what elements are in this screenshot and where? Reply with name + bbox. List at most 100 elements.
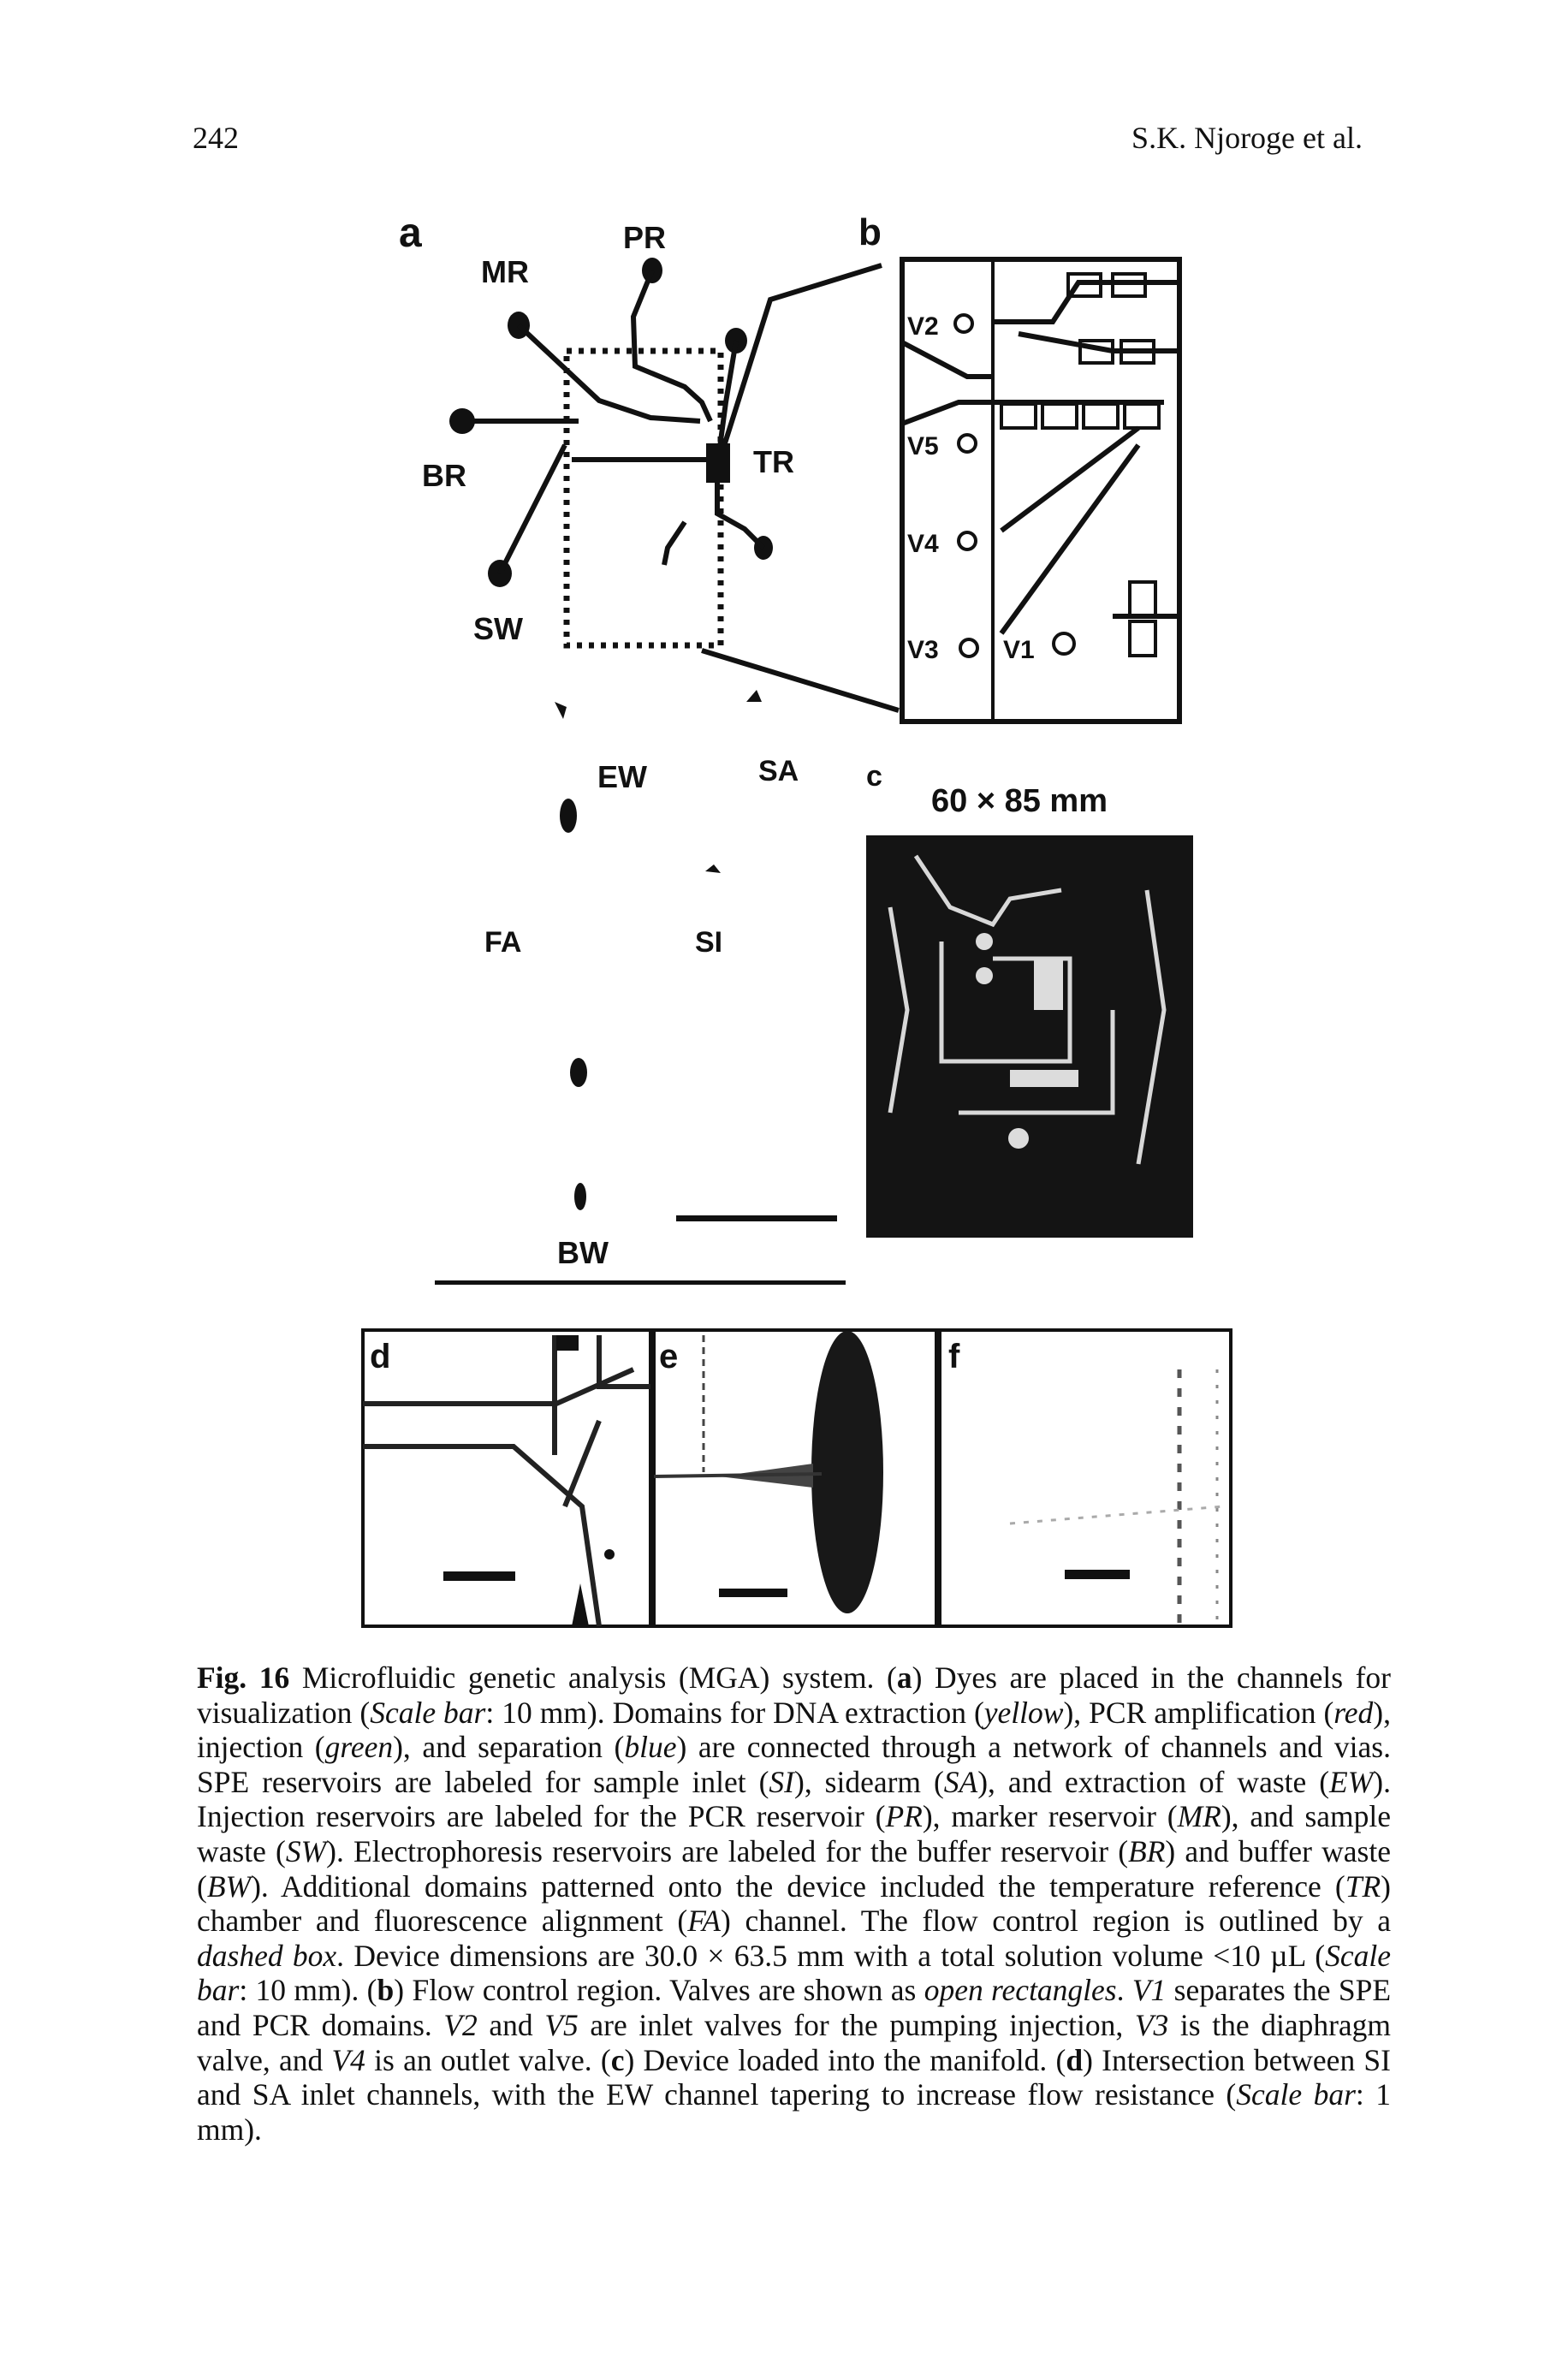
caption-segment: BR [1128, 1833, 1166, 1868]
caption-segment: green [324, 1730, 394, 1765]
caption-segment: TR [1345, 1868, 1381, 1904]
caption-segment: ), injection ( [197, 1695, 1391, 1765]
caption-segment: MR [1177, 1799, 1221, 1834]
manifold-photo [866, 835, 1193, 1238]
caption-segment: d [1066, 2042, 1084, 2077]
valve-label-v4: V4 [907, 530, 939, 558]
caption-segment: ) Dyes are placed in the channels for vi… [197, 1660, 1391, 1730]
caption-segment: ), and separation ( [393, 1730, 625, 1765]
device-dimensions: 60 × 85 mm [931, 783, 1108, 819]
caption-segment: V2 [443, 2007, 478, 2042]
caption-segment: red [1333, 1695, 1374, 1730]
caption-segment: SA [943, 1764, 978, 1799]
caption-segment: V5 [544, 2007, 579, 2042]
caption-segment: b [377, 1973, 395, 2008]
caption-segment: Scale bar [1236, 2077, 1356, 2112]
scale-bar-f [1065, 1570, 1130, 1579]
flow-control-box [563, 347, 724, 649]
caption-segment: ), and extraction of waste ( [977, 1764, 1330, 1799]
label-sa: SA [758, 755, 799, 787]
caption-segment: ) Flow control region. Valves are shown … [394, 1973, 924, 2008]
caption-segment: SW [285, 1833, 327, 1868]
panel-b: b V2 V5 V4 V3 V1 [858, 211, 1182, 724]
caption-segment: Scale bar [197, 1938, 1391, 2008]
caption-segment: ) Intersection between SI and SA inlet c… [197, 2042, 1391, 2112]
valve-label-v1: V1 [1003, 636, 1035, 664]
label-bw: BW [557, 1235, 609, 1270]
caption-segment: : 10 mm). ( [239, 1973, 377, 2008]
running-head: S.K. Njoroge et al. [1131, 121, 1363, 155]
figure-16: a MR PR BR TR SW EW SA FA SI BW [361, 211, 1232, 1628]
caption-segment: ). Additional domains patterned onto the… [251, 1868, 1345, 1904]
caption-segment: and [477, 2007, 545, 2042]
caption-segment: PR [885, 1799, 923, 1834]
caption-segment: ), and sample waste ( [197, 1799, 1391, 1868]
label-fa: FA [484, 926, 521, 959]
label-mr: MR [481, 254, 529, 289]
label-sw: SW [473, 611, 523, 646]
caption-segment: ), sidearm ( [794, 1764, 944, 1799]
valve-label-v5: V5 [907, 432, 939, 460]
caption-segment: separates the SPE and PCR domains. [197, 1973, 1392, 2042]
panel-e: e [652, 1328, 938, 1628]
caption-segment: : 1 mm). [197, 2077, 1391, 2147]
scale-bar-e [719, 1589, 787, 1597]
caption-segment: are inlet valves for the pumping injecti… [578, 2007, 1135, 2042]
scale-bar-a-bottom [435, 1280, 846, 1285]
caption-fig-label: Fig. 16 [197, 1660, 290, 1695]
label-tr: TR [753, 444, 794, 479]
caption-segment: is an outlet valve. ( [365, 2042, 611, 2077]
small-marks [555, 690, 762, 873]
tr-chamber [706, 443, 730, 483]
caption-segment: ) Device loaded into the manifold. ( [624, 2042, 1066, 2077]
panel-e-letter: e [659, 1338, 678, 1375]
caption-segment: SI [769, 1764, 794, 1799]
panel-a: a MR PR BR TR SW EW SA FA SI BW [399, 211, 900, 1285]
caption-segment: dashed box [197, 1938, 337, 1973]
caption-segment: FA [687, 1904, 721, 1939]
valve-label-v3: V3 [907, 636, 939, 664]
label-br: BR [422, 458, 466, 493]
valve-label-v2: V2 [907, 312, 939, 341]
caption-segment: ), PCR amplification ( [1063, 1695, 1334, 1730]
caption-segment: c [610, 2042, 625, 2077]
caption-segment: ) chamber and fluorescence alignment ( [197, 1868, 1391, 1939]
caption-segment: Scale bar [370, 1695, 486, 1730]
caption-segment: ). Injection reservoirs are labeled for … [197, 1764, 1391, 1834]
caption-segment: V4 [331, 2042, 365, 2077]
panel-f: f [938, 1328, 1232, 1628]
panel-a-letter: a [399, 211, 422, 256]
caption-segment: yellow [983, 1695, 1064, 1730]
page-number: 242 [193, 121, 239, 155]
caption-segment: ) and buffer waste ( [197, 1833, 1391, 1904]
panel-d: d [361, 1328, 652, 1628]
panel-b-letter: b [858, 211, 882, 253]
label-pr: PR [623, 220, 666, 255]
caption-segment: ). Electrophoresis reservoirs are labele… [326, 1833, 1129, 1868]
channels [462, 263, 900, 713]
caption-segment: ), marker reservoir ( [922, 1799, 1178, 1834]
caption-segment: : 10 mm). Domains for DNA extraction ( [485, 1695, 984, 1730]
caption-segment: EW [1329, 1764, 1374, 1799]
label-si: SI [695, 926, 722, 959]
panel-c-letter: c [866, 760, 882, 793]
caption-segment: ) are connected through a network of cha… [197, 1730, 1391, 1799]
scale-bar-d [443, 1571, 515, 1581]
caption-segment: V3 [1134, 2007, 1169, 2042]
panel-f-letter: f [948, 1338, 960, 1375]
valves [1000, 272, 1161, 657]
caption-body: Microfluidic genetic analysis (MGA) syst… [197, 1660, 1391, 2147]
figure-caption: Fig. 16 Microfluidic genetic analysis (M… [197, 1660, 1391, 2147]
caption-segment: is the diaphragm valve, and [197, 2007, 1392, 2077]
panel-c: c 60 × 85 mm [866, 760, 1193, 1238]
caption-segment: Microfluidic genetic analysis (MGA) syst… [289, 1660, 897, 1695]
caption-segment: blue [624, 1730, 677, 1765]
caption-segment: . Device dimensions are 30.0 × 63.5 mm w… [336, 1938, 1326, 1973]
caption-segment: . [1116, 1973, 1132, 2008]
panel-d-letter: d [370, 1338, 390, 1375]
caption-segment: BW [206, 1868, 252, 1904]
caption-segment: ) channel. The flow control region is ou… [720, 1904, 1391, 1939]
caption-segment: V1 [1131, 1973, 1167, 2008]
label-ew: EW [597, 759, 647, 794]
caption-segment: open rectangles [924, 1973, 1117, 2008]
